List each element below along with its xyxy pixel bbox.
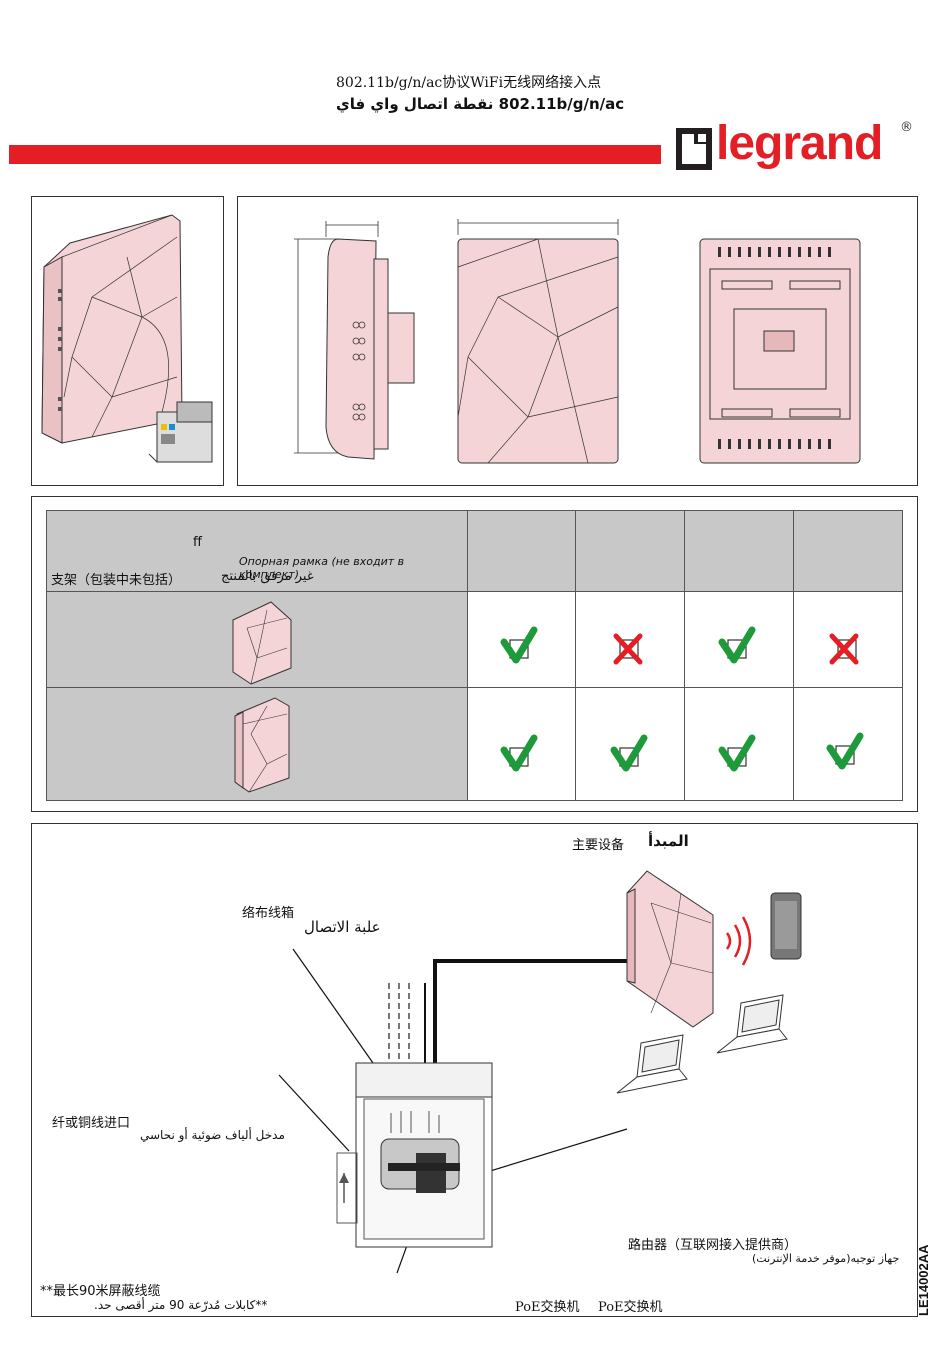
- box-ar: علبة الاتصال: [304, 918, 381, 936]
- dimension-drawings: [294, 219, 861, 464]
- installation-frame: [31, 823, 918, 1317]
- table-header-cell: ff Опорная рамка (не входит в комплект) …: [46, 510, 468, 592]
- cable-cn: **最长90米屏蔽线缆: [40, 1284, 161, 1299]
- compatibility-frame: [31, 496, 918, 812]
- dimension-drawings-frame: [237, 196, 918, 486]
- router-cn: 路由器（互联网接入提供商）: [628, 1238, 798, 1253]
- check-icon: [500, 626, 538, 664]
- check-icon: [610, 734, 648, 772]
- check-icon: [718, 734, 756, 772]
- installation-diagram: [278, 870, 802, 1274]
- title-cn: 802.11b/g/n/ac协议WiFi无线网络接入点: [336, 75, 602, 91]
- check-icon: [826, 732, 864, 770]
- poe-switch-label-1: PoE交换机: [515, 1300, 580, 1315]
- header-cn: 支架（包装中未包括）: [51, 573, 182, 588]
- poe-switch-label-2: PoE交换机: [598, 1300, 663, 1315]
- table-header-col: [684, 510, 794, 592]
- fiber-ar: مدخل ألياف ضوئية أو نحاسي: [140, 1128, 285, 1142]
- product-thumb: [232, 601, 292, 685]
- laptop-icon: [716, 994, 788, 1054]
- check-icon: [718, 626, 756, 664]
- principle-ar: المبدأ: [648, 832, 689, 850]
- table-row-1-image-cell: [46, 591, 468, 688]
- cross-icon: [613, 633, 643, 665]
- check-icon: [500, 734, 538, 772]
- table-header-col: [575, 510, 685, 592]
- compatibility-table: ff Опорная рамка (не входит в комплект) …: [46, 510, 903, 801]
- header-ff: ff: [193, 535, 202, 550]
- product-3d-drawing: [41, 214, 213, 463]
- product-illustration-frame: [31, 196, 224, 486]
- principle-cn: 主要设备: [572, 838, 625, 853]
- smartphone-icon: [770, 892, 802, 960]
- product-thumb: [234, 697, 290, 793]
- legrand-logo: legrand ®: [672, 117, 920, 182]
- header-ru: Опорная рамка (не входит в комплект): [239, 555, 405, 581]
- registered-mark: ®: [900, 120, 913, 135]
- box-cn: 络布线箱: [242, 906, 295, 921]
- cable-ar: **كابلات مُدرّعة 90 متر أقصى حد.: [94, 1298, 268, 1312]
- brand-text: legrand: [716, 117, 883, 170]
- header-ar: غير مرفق بالمنتج: [221, 569, 314, 584]
- table-marks: [500, 626, 864, 772]
- fiber-cn: 纤或铜线进口: [52, 1116, 131, 1131]
- table-row-2-col-4: [793, 687, 903, 801]
- title-ar: 802.11b/g/n/ac نقطة اتصال واي فاي: [336, 95, 625, 113]
- document-code-text: LE14002AA: [916, 1244, 931, 1316]
- table-header-col: [793, 510, 903, 592]
- red-bar: [9, 145, 661, 164]
- router-ar: جهاز توجيه(موفر خدمة الإنترنت): [752, 1252, 900, 1265]
- cross-icon: [829, 633, 859, 665]
- wifi-waves-icon: [725, 916, 752, 966]
- laptop-icon: [616, 1034, 688, 1094]
